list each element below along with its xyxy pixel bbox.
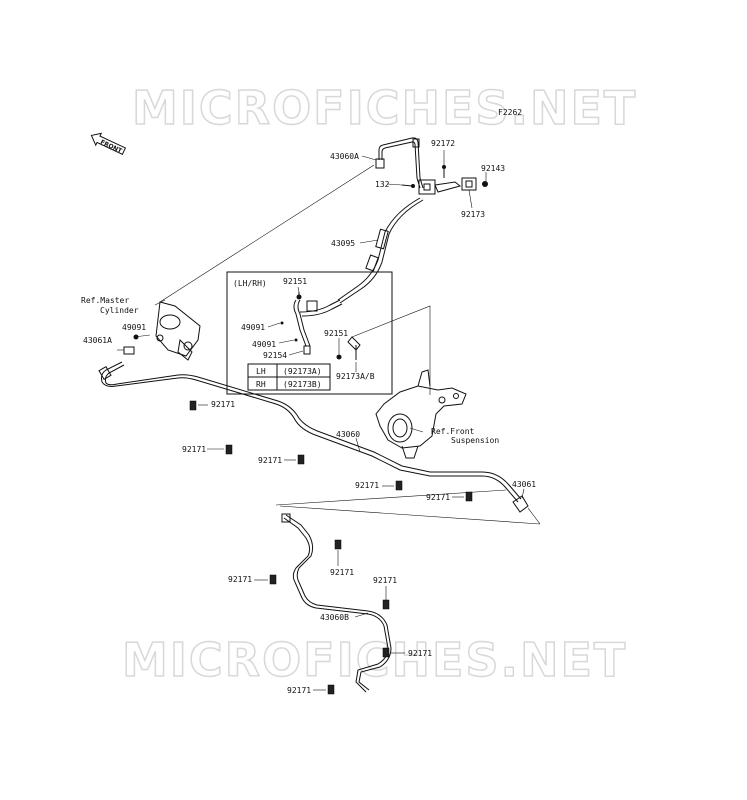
label-43060B: 43060B	[320, 613, 349, 622]
label-92172: 92172	[431, 139, 455, 148]
label-132: 132	[375, 180, 390, 189]
label-92173: 92173	[461, 210, 485, 219]
inset-row-rh-part: (92173B)	[283, 380, 322, 389]
inset-row-rh-side: RH	[256, 380, 266, 389]
ref-master-cylinder-2: Cylinder	[100, 306, 139, 315]
watermark-bottom: MICROFICHES.NET	[122, 633, 627, 687]
leader-lower-b	[527, 507, 541, 525]
clip-92171-e	[465, 491, 473, 502]
brake-hose-43095	[337, 197, 424, 304]
inset-row-lh-part: (92173A)	[283, 367, 322, 376]
clip-92171-i	[382, 647, 390, 658]
clip-92171-b	[225, 444, 233, 455]
label-92171-g: 92171	[228, 575, 252, 584]
label-92154: 92154	[263, 351, 287, 360]
inset-row-lh-side: LH	[256, 367, 266, 376]
label-49091-inset-b: 49091	[252, 340, 276, 349]
label-43095: 43095	[331, 239, 355, 248]
junction-block	[401, 179, 462, 195]
label-92151-inset: 92151	[324, 329, 348, 338]
label-92171-j: 92171	[287, 686, 311, 695]
ref-front-suspension-2: Suspension	[451, 436, 499, 445]
nut-92143	[482, 181, 488, 187]
inset-lh-rh: (LH/RH) LH (92173A) RH (92173B)	[226, 271, 393, 395]
clip-92171-h	[382, 599, 390, 610]
clip-92171-f	[334, 539, 342, 550]
label-49091-inset-a: 49091	[241, 323, 265, 332]
inset-leader	[351, 305, 431, 395]
inset-title: (LH/RH)	[233, 279, 267, 288]
master-cylinder	[154, 299, 201, 361]
clip-92171-j	[327, 684, 335, 695]
bolt-92172	[442, 165, 446, 178]
label-leaders	[117, 150, 525, 691]
label-92171-d: 92171	[355, 481, 379, 490]
label-43061A: 43061A	[83, 336, 112, 345]
label-43060A: 43060A	[330, 152, 359, 161]
clip-92171-c	[297, 454, 305, 465]
brake-line-43060A	[375, 137, 424, 189]
figure-code: F2262	[498, 108, 522, 117]
clip-92171-a	[189, 400, 197, 411]
label-92171-c: 92171	[258, 456, 282, 465]
watermark-top: MICROFICHES.NET	[132, 81, 637, 135]
label-92151-top: 92151	[283, 277, 307, 286]
leader-lower-c	[279, 505, 541, 525]
label-92171-a: 92171	[211, 400, 235, 409]
label-43060: 43060	[336, 430, 360, 439]
bracket-92173	[461, 177, 477, 191]
ref-master-cylinder-1: Ref.Master	[81, 296, 129, 305]
leader-master-cylinder	[159, 164, 375, 303]
label-92143: 92143	[481, 164, 505, 173]
label-92171-e: 92171	[426, 493, 450, 502]
label-43061: 43061	[512, 480, 536, 489]
label-92171-f: 92171	[330, 568, 354, 577]
fitting-43061	[512, 495, 529, 513]
label-92171-b: 92171	[182, 445, 206, 454]
brake-line-43060	[98, 361, 522, 503]
label-92171-i: 92171	[408, 649, 432, 658]
fitting-43061A	[123, 346, 135, 355]
front-arrow-icon: FRONT	[90, 132, 127, 155]
ref-front-suspension-1: Ref.Front	[431, 427, 475, 436]
front-suspension-knuckle	[375, 369, 467, 459]
clip-92171-d	[395, 480, 403, 491]
label-92173AB: 92173A/B	[336, 372, 375, 381]
clip-92171-g	[269, 574, 277, 585]
label-49091-master: 49091	[122, 323, 146, 332]
label-92171-h: 92171	[373, 576, 397, 585]
